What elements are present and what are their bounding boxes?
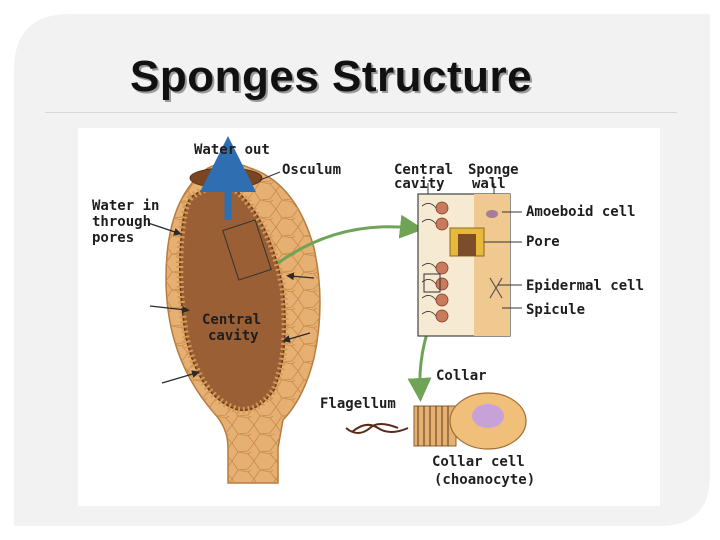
label-central-cavity-body-2: cavity <box>208 328 259 344</box>
sponge-diagram: Water out Osculum Central cavity Sponge … <box>78 128 660 506</box>
green-arrow-to-wall <box>277 214 424 265</box>
label-central-cavity-body-1: Central <box>202 312 261 328</box>
label-collar-cell-2: (choanocyte) <box>434 472 535 488</box>
label-spicule: Spicule <box>526 302 585 318</box>
label-water-in-3: pores <box>92 230 134 246</box>
label-pore: Pore <box>526 234 560 250</box>
label-central-cavity-top-2: cavity <box>394 176 445 192</box>
label-sponge-wall-2: wall <box>472 176 506 192</box>
collar-cell-nucleus <box>472 404 504 428</box>
label-amoeboid-cell: Amoeboid cell <box>526 204 636 220</box>
collar-cell <box>345 392 527 450</box>
wall-cross-section <box>417 183 522 337</box>
label-water-in-1: Water in <box>92 198 159 214</box>
sponge-body <box>147 162 321 484</box>
label-osculum: Osculum <box>282 162 341 178</box>
slide-title: Sponges Structure <box>130 52 533 101</box>
label-epidermal-cell: Epidermal cell <box>526 278 644 294</box>
label-collar: Collar <box>436 368 487 384</box>
label-collar-cell-1: Collar cell <box>432 454 525 470</box>
label-sponge-wall-1: Sponge <box>468 162 519 178</box>
label-water-in-2: through <box>92 214 151 230</box>
label-water-out: Water out <box>194 142 270 158</box>
label-central-cavity-top-1: Central <box>394 162 453 178</box>
title-divider <box>45 112 677 113</box>
label-flagellum: Flagellum <box>320 396 396 412</box>
